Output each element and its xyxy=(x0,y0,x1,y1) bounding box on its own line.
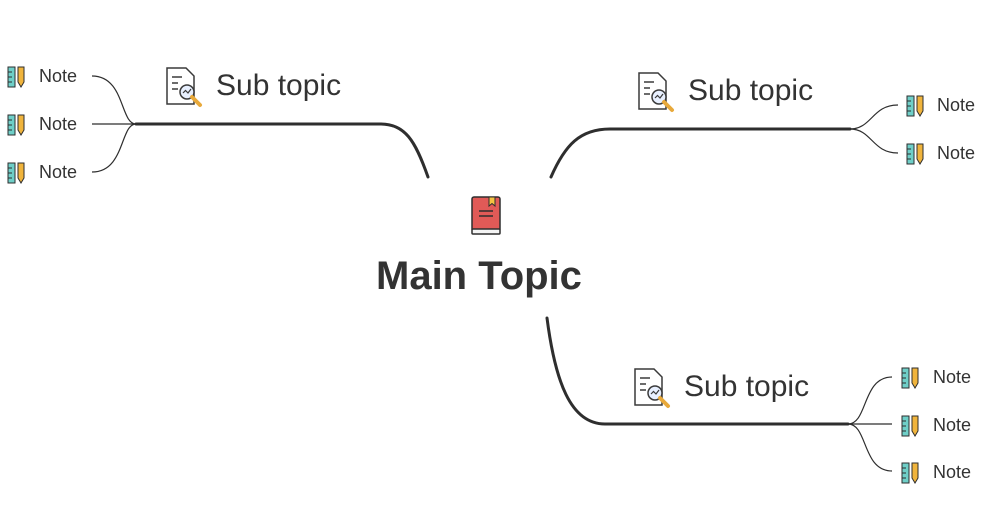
book-icon xyxy=(470,195,504,242)
document-search-icon xyxy=(636,71,676,118)
note-label[interactable]: Note xyxy=(937,95,976,115)
ruler-pencil-icon xyxy=(901,415,921,442)
ruler-pencil-icon xyxy=(901,462,921,489)
ruler-pencil-icon xyxy=(906,143,926,170)
ruler-pencil-icon xyxy=(7,162,27,189)
sub-topic-label-bottom-right[interactable]: Sub topic xyxy=(684,370,810,403)
sub-topic-label-top-left[interactable]: Sub topic xyxy=(216,69,342,102)
note-label[interactable]: Note xyxy=(39,66,78,86)
ruler-pencil-icon xyxy=(7,66,27,93)
note-label[interactable]: Note xyxy=(937,143,976,163)
document-search-icon xyxy=(164,66,204,113)
note-bracket-top-right xyxy=(849,104,899,154)
connector-top-left xyxy=(134,122,430,179)
note-bracket-bottom-right xyxy=(847,376,893,472)
connector-top-right xyxy=(549,127,852,179)
note-label[interactable]: Note xyxy=(933,462,972,482)
document-search-icon xyxy=(632,367,672,414)
ruler-pencil-icon xyxy=(7,114,27,141)
note-label[interactable]: Note xyxy=(39,162,78,182)
sub-topic-label-top-right[interactable]: Sub topic xyxy=(688,74,814,107)
main-topic-label[interactable]: Main Topic xyxy=(376,254,582,298)
ruler-pencil-icon xyxy=(901,367,921,394)
note-bracket-top-left xyxy=(91,75,137,173)
note-label[interactable]: Note xyxy=(933,415,972,435)
note-label[interactable]: Note xyxy=(39,114,78,134)
connector-bottom-right xyxy=(545,316,850,426)
ruler-pencil-icon xyxy=(906,95,926,122)
note-label[interactable]: Note xyxy=(933,367,972,387)
